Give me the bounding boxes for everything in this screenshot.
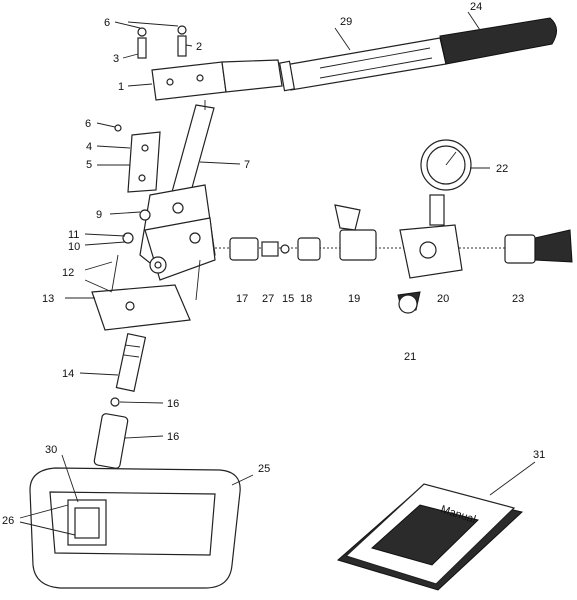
callout-20: 20 — [437, 293, 449, 305]
pump-cylinder — [115, 333, 147, 392]
callout-3: 3 — [113, 53, 119, 65]
callout-10: 10 — [68, 241, 80, 253]
callout-15: 15 — [282, 293, 294, 305]
water-tank — [29, 467, 241, 589]
callout-13: 13 — [42, 293, 54, 305]
handle-tube — [278, 37, 447, 92]
callout-6-top: 6 — [104, 17, 110, 29]
callout-9: 9 — [96, 209, 102, 221]
gauge-tee — [397, 139, 472, 314]
pump-body — [91, 184, 216, 331]
callout-31: 31 — [533, 449, 545, 461]
callout-23: 23 — [512, 293, 524, 305]
callout-7: 7 — [244, 159, 250, 171]
callout-18: 18 — [300, 293, 312, 305]
callout-2: 2 — [196, 41, 202, 53]
link-plate — [114, 124, 161, 193]
callout-1: 1 — [118, 81, 124, 93]
callout-11: 11 — [68, 229, 79, 241]
manual-book: Manual — [336, 483, 524, 591]
callout-12: 12 — [62, 267, 74, 279]
handle-grip — [439, 17, 557, 65]
callouts: 6 2 3 1 29 24 6 4 5 7 9 11 10 12 13 14 1… — [2, 1, 545, 527]
callout-19: 19 — [348, 293, 360, 305]
callout-14: 14 — [62, 368, 74, 380]
callout-leaders — [19, 11, 536, 536]
callout-26: 26 — [2, 515, 14, 527]
inlet-filter — [93, 397, 129, 469]
callout-24: 24 — [470, 1, 482, 13]
callout-4: 4 — [86, 141, 92, 153]
callout-16-upper: 16 — [167, 398, 179, 410]
callout-25: 25 — [258, 463, 270, 475]
lever-block — [137, 25, 283, 101]
valve-train — [215, 204, 510, 261]
hose-fitting — [504, 229, 573, 264]
callout-27: 27 — [262, 293, 274, 305]
callout-5: 5 — [86, 159, 92, 171]
callout-30: 30 — [45, 444, 57, 456]
callout-22: 22 — [496, 163, 508, 175]
piston-rod — [171, 100, 215, 196]
callout-17: 17 — [236, 293, 248, 305]
callout-16-lower: 16 — [167, 431, 179, 443]
callout-29: 29 — [340, 16, 352, 28]
callout-6-left: 6 — [85, 118, 91, 130]
callout-21: 21 — [404, 351, 416, 363]
